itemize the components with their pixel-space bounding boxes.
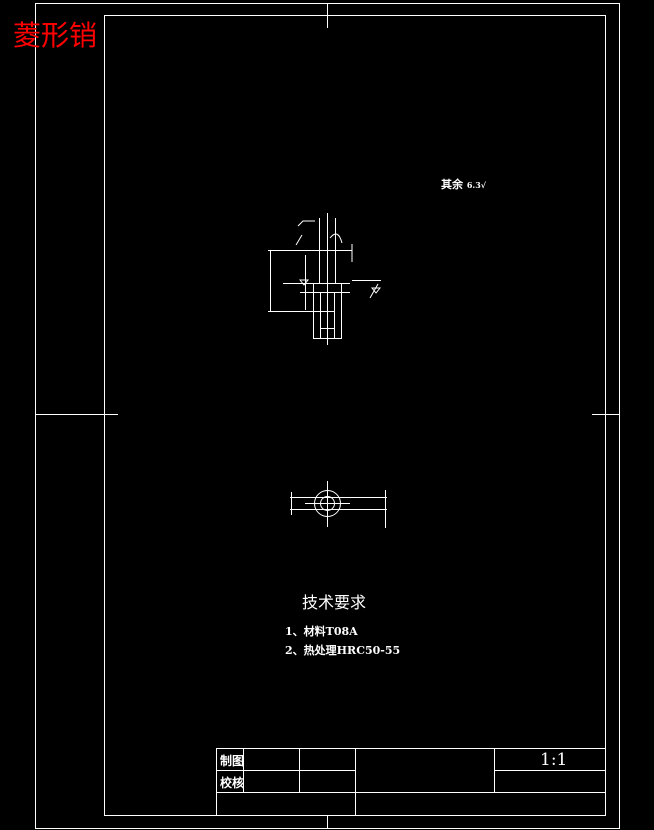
front-view: [268, 213, 382, 345]
title-block: [216, 748, 606, 816]
tech-req-item: 1、材料T08A: [285, 625, 358, 638]
tech-req-item: 2、热处理HRC50-55: [285, 644, 401, 657]
tech-req-heading: 技术要求: [302, 593, 367, 612]
centering-marks: [35, 3, 619, 828]
drawn-by-label: 制图: [220, 754, 245, 768]
scale-value: 1:1: [540, 750, 568, 770]
checked-by-label: 校核: [220, 776, 245, 790]
drawing-title: 菱形销: [13, 19, 98, 52]
roughness-value: 6.3: [466, 180, 481, 190]
roughness-symbol: 6.3√: [466, 180, 487, 190]
top-view: [290, 481, 387, 528]
outer-frame: [35, 3, 620, 829]
roughness-note: 其余 6.3√: [441, 176, 486, 192]
roughness-label: 其余: [441, 178, 463, 191]
inner-frame: [104, 15, 606, 816]
